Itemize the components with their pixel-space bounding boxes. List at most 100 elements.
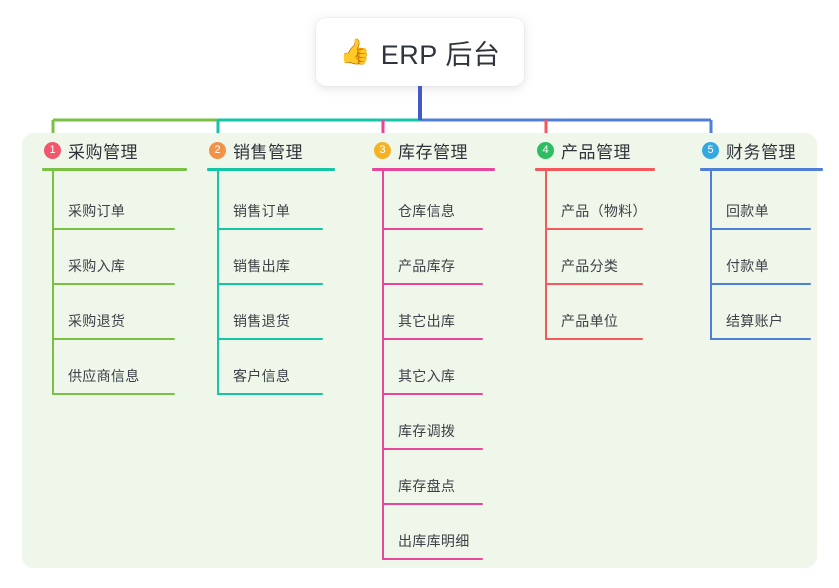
branch-title: 销售管理 — [233, 142, 303, 162]
branch-item-label: 产品库存 — [398, 258, 456, 274]
branch-item[interactable]: 结算账户 — [710, 285, 823, 340]
branch-item-label: 销售订单 — [233, 203, 291, 219]
branch-item-underline — [710, 228, 811, 230]
branch-items: 仓库信息产品库存其它出库其它入库库存调拨库存盘点出库库明细 — [372, 171, 495, 560]
branch-items: 采购订单采购入库采购退货供应商信息 — [42, 171, 187, 395]
branch-item-label: 库存调拨 — [398, 423, 456, 439]
branch-column: 2 销售管理销售订单销售出库销售退货客户信息 — [207, 133, 335, 395]
branch-item-underline — [545, 338, 643, 340]
branch-item-underline — [52, 283, 175, 285]
branch-header[interactable]: 1 采购管理 — [42, 133, 187, 167]
branch-item-label: 产品单位 — [561, 313, 619, 329]
branch-item[interactable]: 库存盘点 — [382, 450, 495, 505]
branch-item-label: 供应商信息 — [68, 368, 140, 384]
branch-item-label: 仓库信息 — [398, 203, 456, 219]
branch-number-badge: 4 — [537, 141, 554, 159]
branch-item-label: 采购退货 — [68, 313, 126, 329]
branch-item-label: 客户信息 — [233, 368, 291, 384]
branch-item-underline — [217, 393, 323, 395]
branch-item[interactable]: 库存调拨 — [382, 395, 495, 450]
branch-number-badge: 5 — [702, 141, 719, 159]
branch-item[interactable]: 采购退货 — [52, 285, 187, 340]
branch-item-label: 付款单 — [726, 258, 769, 274]
branch-item-underline — [217, 283, 323, 285]
branch-underline — [700, 168, 823, 171]
branch-item-underline — [217, 228, 323, 230]
branch-item-label: 结算账户 — [726, 313, 784, 329]
branch-items: 销售订单销售出库销售退货客户信息 — [207, 171, 335, 395]
branches-panel: 1 采购管理采购订单采购入库采购退货供应商信息 2 销售管理销售订单销售出库销售退货客… — [22, 133, 823, 568]
root-title: ERP 后台 — [380, 39, 501, 70]
branch-header[interactable]: 5 财务管理 — [700, 133, 823, 167]
branch-item[interactable]: 产品分类 — [545, 230, 655, 285]
branch-item-label: 采购入库 — [68, 258, 126, 274]
branch-item[interactable]: 付款单 — [710, 230, 823, 285]
branch-item-label: 其它入库 — [398, 368, 456, 384]
branch-item-label: 库存盘点 — [398, 478, 456, 494]
branch-item[interactable]: 回款单 — [710, 171, 823, 230]
branch-item-label: 回款单 — [726, 203, 769, 219]
branch-items: 回款单付款单结算账户 — [700, 171, 823, 340]
branch-item-underline — [710, 338, 811, 340]
branch-item[interactable]: 其它出库 — [382, 285, 495, 340]
branch-item-label: 产品分类 — [561, 258, 619, 274]
branch-underline — [42, 168, 187, 171]
branch-item-label: 其它出库 — [398, 313, 456, 329]
branch-underline — [207, 168, 335, 171]
branch-number-badge: 2 — [209, 141, 226, 159]
branch-item-underline — [382, 338, 483, 340]
branch-item[interactable]: 销售订单 — [217, 171, 335, 230]
branch-item-underline — [382, 503, 483, 505]
branch-header[interactable]: 2 销售管理 — [207, 133, 335, 167]
root-node[interactable]: 👍 ERP 后台 — [316, 18, 524, 86]
branch-item-underline — [545, 283, 643, 285]
branch-column: 1 采购管理采购订单采购入库采购退货供应商信息 — [42, 133, 187, 395]
branch-item[interactable]: 采购入库 — [52, 230, 187, 285]
branch-item-label: 销售退货 — [233, 313, 291, 329]
branch-spine — [545, 171, 547, 340]
branch-item[interactable]: 销售出库 — [217, 230, 335, 285]
branch-item[interactable]: 产品单位 — [545, 285, 655, 340]
branch-item[interactable]: 出库库明细 — [382, 505, 495, 560]
branch-item-underline — [382, 283, 483, 285]
branch-item[interactable]: 产品（物料） — [545, 171, 655, 230]
branch-item-label: 销售出库 — [233, 258, 291, 274]
branch-title: 产品管理 — [561, 142, 631, 162]
branch-item-underline — [217, 338, 323, 340]
branch-column: 5 财务管理回款单付款单结算账户 — [700, 133, 823, 340]
branch-items: 产品（物料） 产品分类产品单位 — [535, 171, 655, 340]
branch-item[interactable]: 产品库存 — [382, 230, 495, 285]
branch-item-underline — [382, 448, 483, 450]
branch-item[interactable]: 销售退货 — [217, 285, 335, 340]
branch-item[interactable]: 采购订单 — [52, 171, 187, 230]
branch-item-underline — [545, 228, 643, 230]
branch-item[interactable]: 其它入库 — [382, 340, 495, 395]
branch-header[interactable]: 4 产品管理 — [535, 133, 655, 167]
branch-item-label: 采购订单 — [68, 203, 126, 219]
thumbs-up-icon: 👍 — [339, 37, 371, 66]
branch-title: 财务管理 — [726, 142, 796, 162]
branch-item-label: 出库库明细 — [398, 533, 470, 549]
branch-item-label: 产品（物料） — [561, 203, 647, 219]
branch-item[interactable]: 供应商信息 — [52, 340, 187, 395]
branch-number-badge: 1 — [44, 141, 61, 159]
branch-item-underline — [52, 228, 175, 230]
branch-underline — [372, 168, 495, 171]
branch-item-underline — [382, 558, 483, 560]
branch-item-underline — [52, 393, 175, 395]
branch-column: 4 产品管理产品（物料） 产品分类产品单位 — [535, 133, 655, 340]
branch-item-underline — [710, 283, 811, 285]
branch-item-underline — [52, 338, 175, 340]
branch-title: 库存管理 — [398, 142, 468, 162]
branch-spine — [382, 171, 384, 560]
branch-item-underline — [382, 228, 483, 230]
branch-underline — [535, 168, 655, 171]
branch-item[interactable]: 客户信息 — [217, 340, 335, 395]
branch-item[interactable]: 仓库信息 — [382, 171, 495, 230]
branch-title: 采购管理 — [68, 142, 138, 162]
branch-spine — [710, 171, 712, 340]
branch-item-underline — [382, 393, 483, 395]
